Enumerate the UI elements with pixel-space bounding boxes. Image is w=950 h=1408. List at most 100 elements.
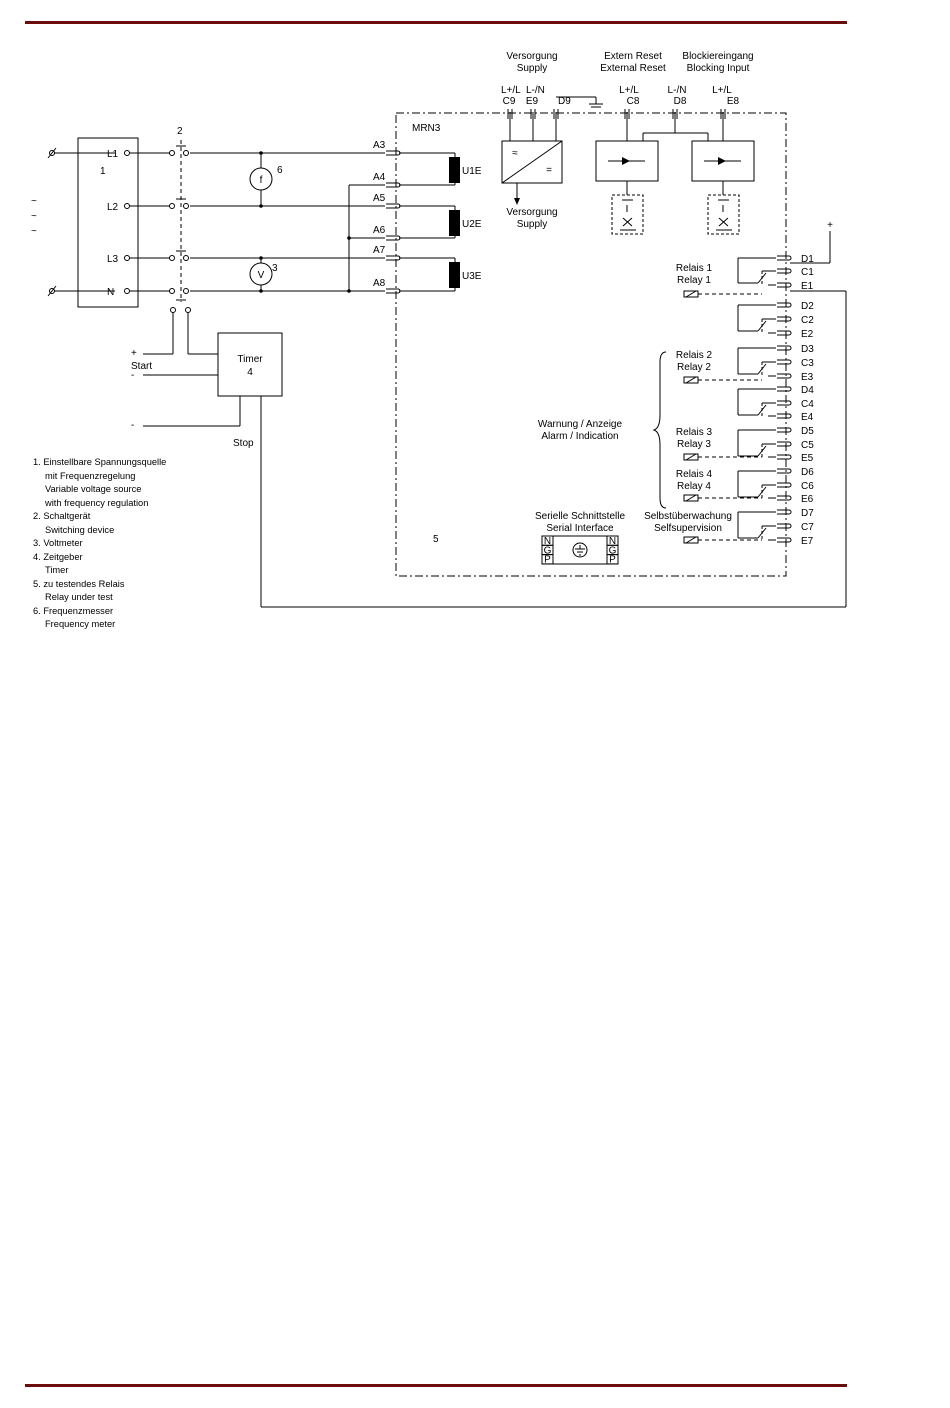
legend-item-2-en: Switching device xyxy=(45,524,115,535)
relay-3-label-en: Relay 3 xyxy=(677,439,711,450)
ground-symbol xyxy=(575,545,585,556)
output-label-e2: E2 xyxy=(801,329,814,340)
supply-terminal-d9 xyxy=(553,109,559,119)
legend-item-1-de: 1. Einstellbare Spannungsquelle xyxy=(33,457,167,467)
start-minus: - xyxy=(131,370,134,381)
output-label-e7: E7 xyxy=(801,536,814,547)
voltmeter-number: 3 xyxy=(272,263,278,274)
output-label-e1: E1 xyxy=(801,281,814,292)
output-terminal-d7 xyxy=(777,509,792,515)
terminal-e8 xyxy=(720,109,726,119)
ac-dc-symbol-ac: ≈ xyxy=(512,148,518,159)
selfsup-label-en: Selfsupervision xyxy=(654,523,722,534)
relay-1-label-de: Relais 1 xyxy=(676,263,713,274)
switch-out-l2 xyxy=(183,203,189,209)
legend-item-3-de: 3. Voltmeter xyxy=(33,538,83,548)
ext-reset-title-de: Extern Reset xyxy=(604,51,662,62)
input-label-a8: A8 xyxy=(373,278,386,289)
relay-2-label-de: Relais 2 xyxy=(676,350,713,361)
serial-pin-g-1: G xyxy=(609,545,617,556)
coil-label-u2e: U2E xyxy=(462,219,482,230)
output-terminal-c5 xyxy=(777,441,792,447)
serial-pin-g-0: G xyxy=(544,545,552,556)
optocoupler-0 xyxy=(620,199,636,231)
serial-pin-box xyxy=(541,554,554,565)
output-label-d7: D7 xyxy=(801,508,814,519)
ac-symbol-1: ~ xyxy=(31,211,37,222)
relay-4-label-en: Relay 4 xyxy=(677,481,711,492)
switch-out-n xyxy=(183,288,189,294)
input-terminal-a5 xyxy=(386,203,401,209)
relay-number: 5 xyxy=(433,534,439,545)
timer-label: Timer xyxy=(237,354,263,365)
input-label-a4: A4 xyxy=(373,172,386,183)
serial-label-de: Serielle Schnittstelle xyxy=(535,511,625,522)
output-label-d6: D6 xyxy=(801,467,814,478)
supply-terminal-label-c9: C9 xyxy=(503,96,516,107)
input-label-a5: A5 xyxy=(373,193,386,204)
input-label-a6: A6 xyxy=(373,225,386,236)
input-terminal-a3 xyxy=(386,150,401,156)
wiring-diagram: L1L2L3N1~~~2f6V3Timer4+Start--StopA3A4A5… xyxy=(31,51,847,608)
output-terminal-d5 xyxy=(777,427,792,433)
supply-terminal-label-d9: D9 xyxy=(558,96,571,107)
relay-2-label-en: Relay 2 xyxy=(677,362,711,373)
output-label-c7: C7 xyxy=(801,522,814,533)
supply-terminal-label-e9: E9 xyxy=(526,96,539,107)
ac-dc-symbol-dc: = xyxy=(546,165,552,176)
supply-title-en: Supply xyxy=(517,63,548,74)
supply-out-l2 xyxy=(124,203,130,209)
ac-symbol-0: ~ xyxy=(31,196,37,207)
terminal-d8 xyxy=(672,109,678,119)
serial-label-en: Serial Interface xyxy=(546,523,614,534)
switch-in-n xyxy=(169,288,175,294)
ac-symbol-2: ~ xyxy=(31,226,37,237)
legend-item-6-de: 6. Frequenzmesser xyxy=(33,605,114,616)
supply-out-l1 xyxy=(124,150,130,156)
ext-reset-terminal: C8 xyxy=(627,96,640,107)
output-terminal-c4 xyxy=(777,400,792,406)
output-terminal-d3 xyxy=(777,345,792,351)
output-terminal-e7 xyxy=(777,537,792,543)
supply-out-n xyxy=(124,288,130,294)
voltmeter-symbol: V xyxy=(258,270,265,281)
output-terminal-d4 xyxy=(777,386,792,392)
frequency-meter-number: 6 xyxy=(277,165,283,176)
selfsup-label-de: Selbstüberwachung xyxy=(644,511,732,522)
output-label-d5: D5 xyxy=(801,426,814,437)
switching-device xyxy=(176,140,186,302)
supply-terminal-e9 xyxy=(530,109,536,119)
blocking-title-de: Blockiereingang xyxy=(682,51,753,62)
switch-out-l3 xyxy=(183,255,189,261)
output-label-d2: D2 xyxy=(801,301,814,312)
serial-pin-box xyxy=(606,554,619,565)
common-terminal: D8 xyxy=(674,96,687,107)
switch-out-l1 xyxy=(183,150,189,156)
output-label-d3: D3 xyxy=(801,344,814,355)
relay-1-label-en: Relay 1 xyxy=(677,275,711,286)
output-label-c4: C4 xyxy=(801,399,814,410)
relay-under-test-boundary xyxy=(395,112,787,577)
output-terminal-d1 xyxy=(777,255,792,261)
ext-reset-terminal-label: L+/L xyxy=(619,85,639,96)
power-supply-block xyxy=(501,140,563,184)
switch-in-l1 xyxy=(169,150,175,156)
plus-label: + xyxy=(827,220,833,231)
common-terminal-label: L-/N xyxy=(668,85,687,96)
output-label-c2: C2 xyxy=(801,315,814,326)
legend-item-1-de2: mit Frequenzregelung xyxy=(45,470,136,481)
input-terminal-a4 xyxy=(386,182,401,188)
supply-terminal-c9 xyxy=(507,109,513,119)
output-terminal-c6 xyxy=(777,482,792,488)
output-terminal-c1 xyxy=(777,268,792,274)
supply-terminal-label-l2: L2 xyxy=(107,202,119,213)
supply-terminal-label-l3: L3 xyxy=(107,254,119,265)
output-label-e3: E3 xyxy=(801,372,814,383)
switch-in-l2 xyxy=(169,203,175,209)
output-terminal-c3 xyxy=(777,359,792,365)
output-terminal-e3 xyxy=(777,373,792,379)
legend: 1. Einstellbare Spannungsquelle mit Frequ… xyxy=(33,456,213,632)
serial-pin-p-0: P xyxy=(544,555,551,566)
supply-terminal-label-l1: L1 xyxy=(107,149,119,160)
supply-out-l3 xyxy=(124,255,130,261)
